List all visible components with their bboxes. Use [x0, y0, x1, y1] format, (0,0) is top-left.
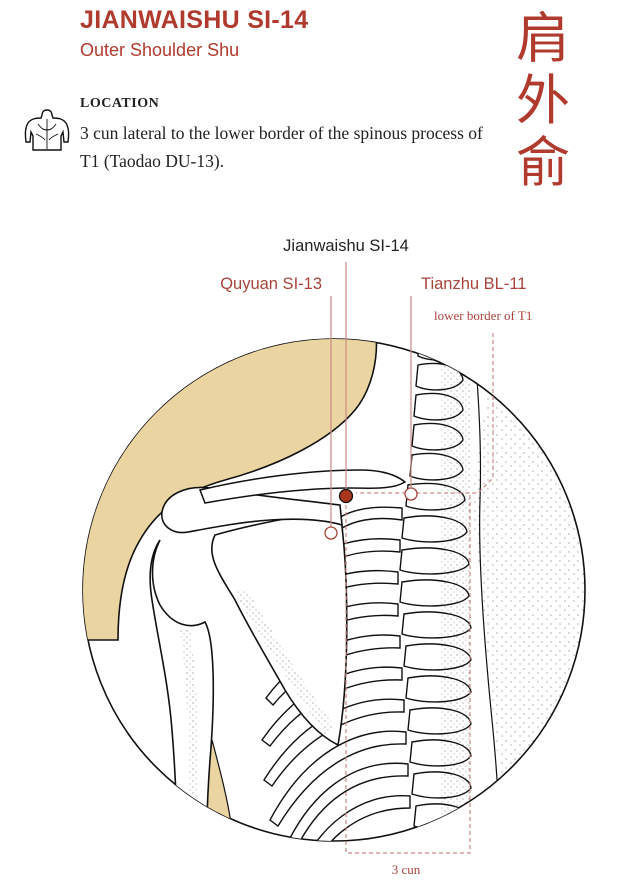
location-description: 3 cun lateral to the lower border of the…	[80, 123, 483, 171]
label-jianwaishu: Jianwaishu SI-14	[283, 237, 409, 255]
chinese-name: 肩 外 俞	[508, 8, 578, 194]
location-label: LOCATION	[80, 96, 160, 111]
point-tianzhu	[404, 487, 418, 501]
back-torso-icon	[24, 109, 70, 151]
chinese-char-1: 肩	[516, 7, 570, 70]
clavicle	[198, 469, 407, 504]
point-quyuan	[324, 526, 338, 540]
label-quyuan: Quyuan SI-13	[220, 275, 322, 293]
label-tianzhu: Tianzhu BL-11	[421, 275, 526, 293]
label-lower-border-t1: lower border of T1	[434, 308, 532, 323]
point-jianwaishu	[338, 488, 354, 504]
point-title: JIANWAISHU SI-14	[80, 6, 309, 34]
label-3-cun: 3 cun	[392, 862, 421, 877]
chinese-char-2: 外	[516, 69, 570, 132]
scapula	[210, 509, 348, 747]
humerus	[149, 539, 215, 841]
chinese-char-3: 俞	[516, 131, 570, 194]
point-subtitle: Outer Shoulder Shu	[80, 40, 240, 60]
